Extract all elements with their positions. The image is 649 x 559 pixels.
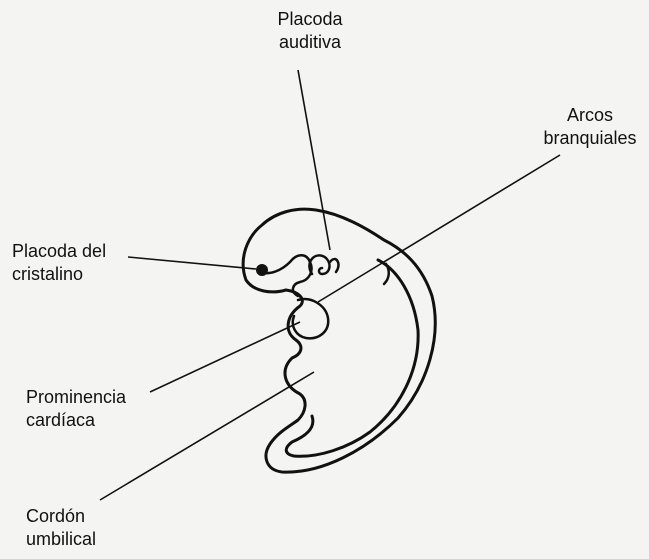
leader-prominencia-cardiaca (150, 322, 300, 392)
cardiac-bulge-outline (293, 299, 328, 338)
label-placoda-cristalino: Placoda del cristalino (12, 240, 106, 286)
otic-mark (330, 259, 338, 272)
embryo-inner-outline (286, 260, 418, 456)
leader-cordon-umbilical (100, 372, 314, 500)
label-line: cardíaca (26, 409, 126, 432)
leader-placoda-auditiva (298, 70, 330, 250)
label-prominencia-cardiaca: Prominencia cardíaca (26, 386, 126, 432)
label-line: Placoda del (12, 240, 106, 263)
label-line: branquiales (536, 127, 644, 150)
label-line: Cordón (26, 505, 96, 528)
label-line: auditiva (266, 31, 354, 54)
label-line: Arcos (536, 104, 644, 127)
label-line: umbilical (26, 528, 96, 551)
leader-arcos-branquiales (318, 155, 560, 302)
label-line: Prominencia (26, 386, 126, 409)
dorsal-mark (384, 264, 389, 284)
label-line: Placoda (266, 8, 354, 31)
lens-placode-dot (256, 264, 268, 276)
label-arcos-branquiales: Arcos branquiales (536, 104, 644, 150)
label-placoda-auditiva: Placoda auditiva (266, 8, 354, 54)
label-line: cristalino (12, 263, 106, 286)
leader-placoda-cristalino (128, 257, 256, 269)
label-cordon-umbilical: Cordón umbilical (26, 505, 96, 551)
